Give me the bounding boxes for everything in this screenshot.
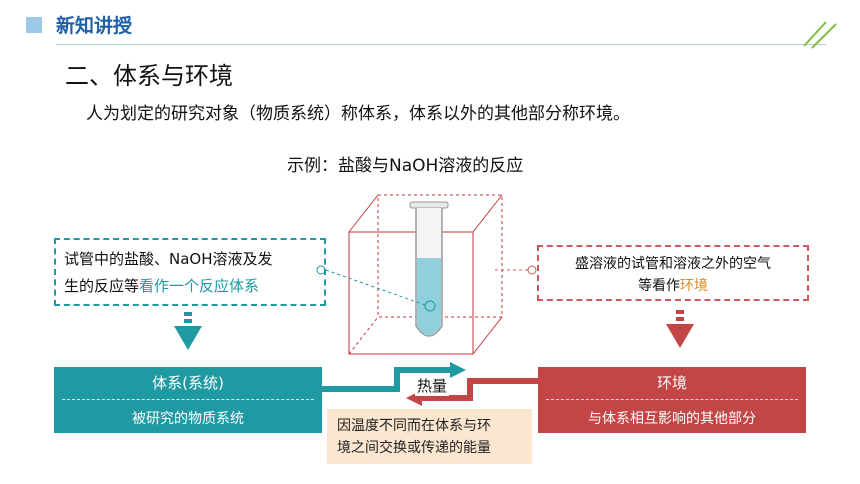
heat-arrow-head-teal-icon <box>450 362 466 378</box>
header-title: 新知讲授 <box>56 15 133 37</box>
environment-box-divider <box>546 399 798 400</box>
environment-description-highlight: 环境 <box>680 278 708 294</box>
environment-description-line2: 等看作环境 <box>545 275 801 297</box>
heat-note-line2: 境之间交换或传递的能量 <box>337 440 491 456</box>
system-box: 体系(系统) 被研究的物质系统 <box>54 367 322 433</box>
definition-text: 人为划定的研究对象（物质系统）称体系，体系以外的其他部分称环境。 <box>86 104 630 124</box>
system-box-divider <box>62 399 314 400</box>
environment-box-subtitle: 与体系相互影响的其他部分 <box>588 411 756 427</box>
test-tube-icon <box>409 201 449 337</box>
section-title: 二、体系与环境 <box>65 62 233 90</box>
tube-pointer-dot-icon <box>424 300 436 312</box>
heat-note-box: 因温度不同而在体系与环 境之间交换或传递的能量 <box>327 409 532 464</box>
environment-pointer-dot-icon <box>527 265 537 275</box>
system-description-line1: 试管中的盐酸、NaOH溶液及发 <box>64 250 273 268</box>
system-description-line2: 生的反应等看作一个反应体系 <box>64 273 316 300</box>
heat-to-system-arrow <box>420 378 538 401</box>
header-slash-decoration-icon <box>803 21 837 49</box>
system-pointer-line <box>325 269 429 307</box>
environment-description-plain: 等看作 <box>638 278 680 294</box>
system-description-plain: 生的反应等 <box>64 277 140 295</box>
header-divider <box>56 44 826 45</box>
example-caption: 示例：盐酸与NaOH溶液的反应 <box>287 156 524 176</box>
environment-box-title: 环境 <box>656 374 687 392</box>
system-box-title: 体系(系统) <box>152 374 224 392</box>
heat-note-line1: 因温度不同而在体系与环 <box>337 418 491 434</box>
heat-to-environment-arrow <box>322 367 452 392</box>
system-box-subtitle: 被研究的物质系统 <box>132 411 244 427</box>
environment-down-arrow-icon <box>666 310 694 348</box>
environment-description-line1: 盛溶液的试管和溶液之外的空气 <box>575 256 771 272</box>
system-down-arrow-icon <box>174 312 202 350</box>
header-square-icon <box>26 17 42 33</box>
environment-box: 环境 与体系相互影响的其他部分 <box>538 367 806 433</box>
heat-label: 热量 <box>415 375 450 396</box>
system-description-box: 试管中的盐酸、NaOH溶液及发 生的反应等看作一个反应体系 <box>54 238 326 306</box>
environment-description-box: 盛溶液的试管和溶液之外的空气 等看作环境 <box>537 245 809 301</box>
system-description-highlight: 看作一个反应体系 <box>139 277 260 295</box>
